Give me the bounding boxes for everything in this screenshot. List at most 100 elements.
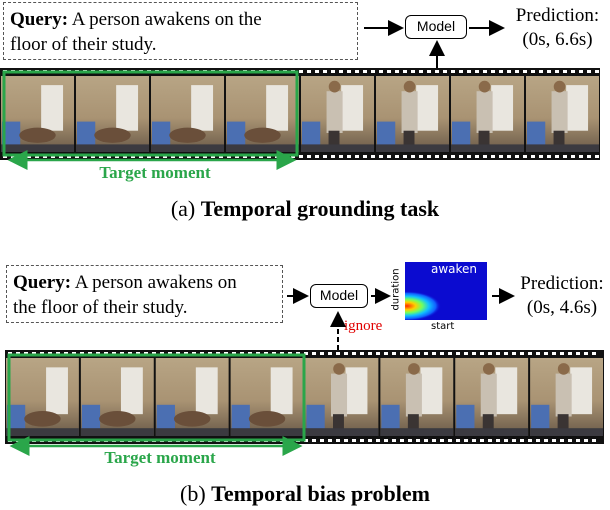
sprocket-hole [387,70,391,73]
sprocket-hole [427,70,431,73]
query-label: Query: [10,9,69,30]
frame-blue-item [231,404,250,433]
sprocket-hole [384,352,388,355]
frame-cabinet [570,367,593,415]
model-box-b: Model [310,284,368,308]
sprocket-hole [520,352,524,355]
frame-person [476,91,493,133]
query-box-b: Query: A person awakens on the floor of … [6,265,283,323]
sprocket-hole [432,439,436,442]
sprocket-hole [512,439,516,442]
sprocket-hole [384,439,388,442]
sprocket-hole [427,155,431,158]
sprocket-hole [304,352,308,355]
sprocket-hole [531,155,535,158]
sprocket-hole [483,70,487,73]
sprocket-hole [320,439,324,442]
sprocket-hole [304,439,308,442]
sprocket-hole [552,352,556,355]
sprocket-hole [475,70,479,73]
frame-person-legs [553,130,565,150]
query-text-line1: A person awakens on the [68,9,262,30]
frame-cabinet [120,367,143,415]
sprocket-hole [459,70,463,73]
frame-person-legs [328,130,340,150]
sprocket-hole [539,155,543,158]
frame-cabinet [191,85,214,131]
sprocket-hole [512,352,516,355]
sprocket-hole [496,352,500,355]
sprocket-hole [312,439,316,442]
sprocket-hole [467,70,471,73]
frame-person [248,411,286,427]
frame-cabinet [270,367,293,415]
sprocket-hole [504,352,508,355]
frame-floor [301,144,374,152]
prediction-label: Prediction: [515,5,600,26]
sprocket-hole [528,352,532,355]
sprocket-hole [544,439,548,442]
frame-cabinet [416,85,439,131]
sprocket-hole [320,352,324,355]
frame-person-head [328,80,341,93]
sprocket-hole [520,439,524,442]
model-label: Model [416,18,456,34]
frame-person [331,373,348,417]
sprocket-hole [312,352,316,355]
frame-floor [230,428,304,436]
sprocket-hole [443,70,447,73]
sprocket-hole [392,352,396,355]
frame-person-legs [482,414,494,434]
sprocket-hole [539,70,543,73]
sprocket-hole [360,439,364,442]
frame-person-legs [478,130,490,150]
sprocket-hole [584,439,588,442]
sprocket-hole [576,439,580,442]
query-label: Query: [13,272,72,293]
frame-cabinet [495,367,518,415]
sprocket-hole [395,70,399,73]
sprocket-hole [499,70,503,73]
sprocket-hole [299,70,303,73]
sprocket-hole [507,70,511,73]
sprocket-hole [547,70,551,73]
sprocket-hole [403,70,407,73]
frame-cabinet [46,367,68,415]
frame-person [244,127,281,143]
sprocket-hole [552,439,556,442]
sprocket-hole [443,155,447,158]
sprocket-hole [419,155,423,158]
sprocket-hole [395,155,399,158]
sprocket-hole [371,155,375,158]
sprocket-hole [555,155,559,158]
sprocket-hole [464,352,468,355]
frame-floor [226,144,299,152]
bias-heatmap: awaken [405,262,487,320]
sprocket-hole [515,155,519,158]
sprocket-hole [432,352,436,355]
sprocket-hole [491,155,495,158]
ignore-label: ignore [344,318,383,334]
sprocket-hole [579,155,583,158]
sprocket-hole [536,352,540,355]
sprocket-hole [328,352,332,355]
caption-prefix: (b) [180,481,212,506]
sprocket-hole [419,70,423,73]
sprocket-hole [344,352,348,355]
filmstrip-a [0,68,600,160]
frame-cabinet [491,85,514,131]
prediction-value: (0s, 6.6s) [522,29,593,50]
heat-blob [405,291,441,320]
frame-cabinet [266,85,289,131]
sprocket-hole [352,352,356,355]
sprocket-hole [488,439,492,442]
caption-prefix: (a) [170,196,201,221]
sprocket-hole [547,155,551,158]
frame-person [405,373,422,417]
model-box-a: Model [405,15,467,39]
sprocket-hole [315,70,319,73]
sprocket-hole [480,439,484,442]
frame-person-legs [403,130,415,150]
frame-person [173,411,211,427]
